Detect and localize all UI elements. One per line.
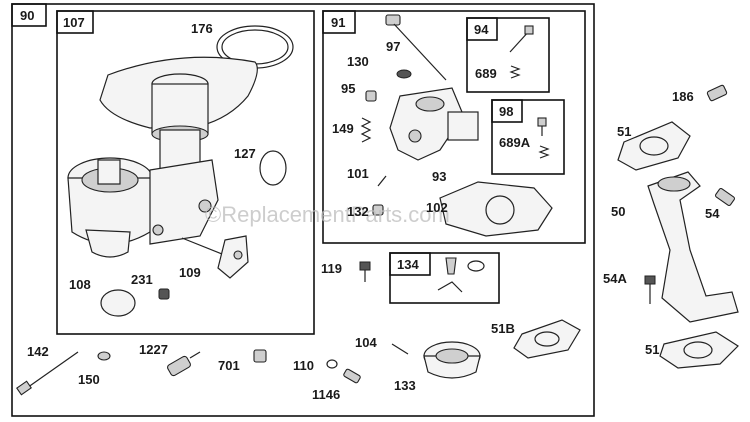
carburetor-body-93 — [389, 87, 479, 161]
gasket-51-top — [617, 121, 691, 171]
bolt-54A — [644, 275, 656, 304]
label-1146: 1146 — [312, 387, 340, 402]
jet-1146 — [343, 368, 361, 384]
label-95: 95 — [341, 81, 355, 96]
label-701: 701 — [218, 358, 240, 373]
label-54: 54 — [705, 206, 720, 221]
assembly-frame-90 — [11, 3, 595, 417]
label-132: 132 — [347, 204, 369, 219]
label-110: 110 — [293, 358, 314, 373]
label-231: 231 — [131, 272, 153, 287]
label-176: 176 — [191, 21, 213, 36]
box-98-tag — [491, 99, 523, 123]
box-94-label: 94 — [474, 22, 489, 37]
label-689A: 689A — [499, 135, 531, 150]
box-98-label: 98 — [499, 104, 513, 119]
label-51-top: 51 — [617, 124, 631, 139]
kit-part-94 — [509, 25, 534, 53]
label-93: 93 — [432, 169, 446, 184]
choke-plate-108 — [100, 289, 136, 317]
o-ring-127 — [259, 150, 287, 186]
carburetor-body-107 — [67, 56, 258, 258]
box-107-tag — [56, 10, 94, 34]
spring-689 — [509, 65, 521, 79]
box-134-tag — [389, 252, 431, 276]
box-91-tag — [322, 10, 356, 34]
gasket-51-bottom — [659, 331, 739, 369]
fitting-186 — [706, 84, 728, 102]
box-134-label: 134 — [397, 257, 419, 272]
label-186: 186 — [672, 89, 694, 104]
kit-frame-134 — [389, 252, 500, 304]
label-119: 119 — [321, 261, 342, 276]
label-101: 101 — [347, 166, 369, 181]
plug-95 — [365, 90, 377, 102]
gasket-51B — [513, 319, 581, 359]
label-149: 149 — [332, 121, 354, 136]
rod-142 — [16, 351, 79, 396]
washer-110 — [326, 359, 338, 369]
label-50: 50 — [611, 204, 625, 219]
assembly-frame-107 — [56, 10, 315, 335]
label-51B: 51B — [491, 321, 515, 336]
label-130: 130 — [347, 54, 369, 69]
box-94-tag — [466, 17, 498, 41]
label-1227: 1227 — [139, 342, 168, 357]
label-133: 133 — [394, 378, 416, 393]
label-127: 127 — [234, 146, 256, 161]
kit-frame-94 — [466, 17, 550, 93]
label-108: 108 — [69, 277, 91, 292]
needle-valve-97 — [385, 14, 447, 81]
label-54A: 54A — [603, 271, 627, 286]
gasket-102 — [439, 181, 553, 237]
box-90-label: 90 — [20, 8, 34, 23]
kit-part-98 — [537, 117, 547, 136]
spring-149 — [360, 117, 372, 143]
washer-130 — [396, 69, 412, 79]
box-91-label: 91 — [331, 15, 345, 30]
label-104: 104 — [355, 335, 377, 350]
intake-elbow-50 — [647, 171, 739, 323]
label-109: 109 — [179, 265, 201, 280]
spring-689A — [538, 145, 550, 159]
label-97: 97 — [386, 39, 400, 54]
box-107-label: 107 — [63, 15, 85, 30]
screw-119 — [359, 261, 371, 282]
throttle-shaft-109 — [181, 235, 249, 279]
solenoid-1227 — [167, 351, 201, 377]
washer-150 — [97, 351, 111, 361]
pin-104 — [391, 343, 409, 355]
fitting-701 — [253, 349, 267, 363]
pin-101 — [377, 175, 387, 187]
kit-frame-98 — [491, 99, 565, 175]
label-689: 689 — [475, 66, 497, 81]
float-bowl-133 — [423, 341, 481, 379]
label-102: 102 — [426, 200, 448, 215]
kit-part-134 — [437, 257, 485, 293]
fitting-54 — [714, 187, 736, 207]
screw-231 — [158, 288, 170, 300]
label-142: 142 — [27, 344, 49, 359]
label-51-bottom: 51 — [645, 342, 659, 357]
box-90-tag — [11, 3, 47, 27]
fitting-132 — [372, 204, 384, 216]
watermark: ©ReplacementParts.com — [205, 202, 450, 227]
assembly-frame-91 — [322, 10, 586, 244]
label-150: 150 — [78, 372, 100, 387]
